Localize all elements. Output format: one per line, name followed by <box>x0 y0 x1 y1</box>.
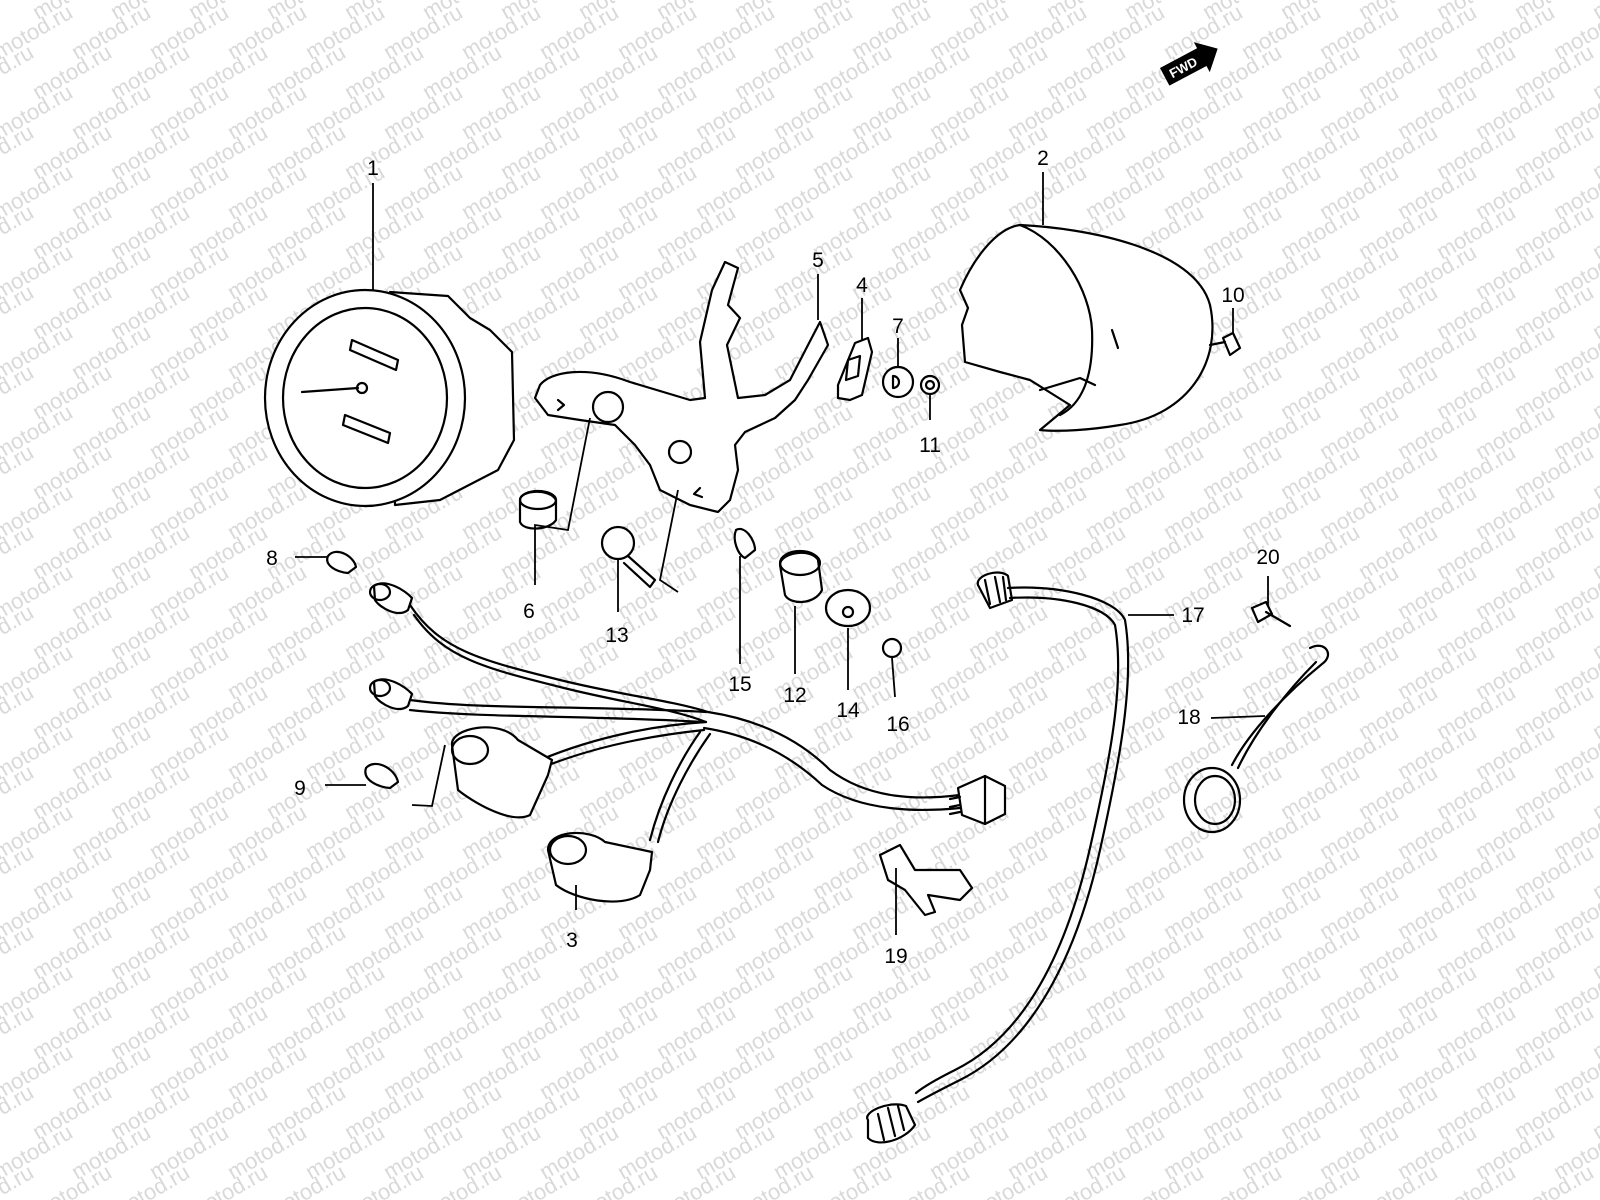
callout-16: 16 <box>886 713 909 736</box>
rubber-mount <box>836 336 874 402</box>
bolt-20 <box>1250 600 1292 628</box>
callout-6: 6 <box>523 600 535 623</box>
callout-18: 18 <box>1177 706 1200 729</box>
callout-1: 1 <box>367 157 379 180</box>
nut <box>919 374 941 396</box>
meter-assembly <box>263 288 516 508</box>
callout-11: 11 <box>919 434 941 457</box>
speedometer-cable <box>866 571 1130 1144</box>
small-nut <box>881 637 903 659</box>
bulb-socket <box>778 549 824 603</box>
cable-clamp <box>878 843 974 917</box>
callout-8: 8 <box>266 547 278 570</box>
callout-5: 5 <box>812 249 824 272</box>
meter-case <box>958 223 1214 432</box>
callout-14: 14 <box>836 699 860 722</box>
callout-15: 15 <box>728 673 751 696</box>
callout-13: 13 <box>605 624 628 647</box>
callout-3: 3 <box>566 929 578 952</box>
callout-10: 10 <box>1221 284 1244 307</box>
bulb-small <box>733 527 757 560</box>
spring-clip <box>1182 644 1329 834</box>
callout-7: 7 <box>892 315 904 338</box>
screw <box>1208 331 1242 357</box>
bulb-8 <box>326 550 358 575</box>
callout-4: 4 <box>856 274 868 297</box>
meter-bracket <box>533 260 830 514</box>
callout-labels: 1 2 3 4 5 6 7 8 9 10 11 12 13 14 15 16 1… <box>266 147 1280 968</box>
callout-12: 12 <box>783 684 806 707</box>
callout-19: 19 <box>884 945 907 968</box>
leader-lines <box>295 172 1269 935</box>
bulb-9 <box>364 762 400 790</box>
callout-2: 2 <box>1037 147 1049 170</box>
grommet <box>518 489 558 530</box>
bolt <box>600 525 657 589</box>
callout-9: 9 <box>294 777 306 800</box>
callout-20: 20 <box>1256 546 1279 569</box>
callout-17: 17 <box>1181 604 1204 627</box>
